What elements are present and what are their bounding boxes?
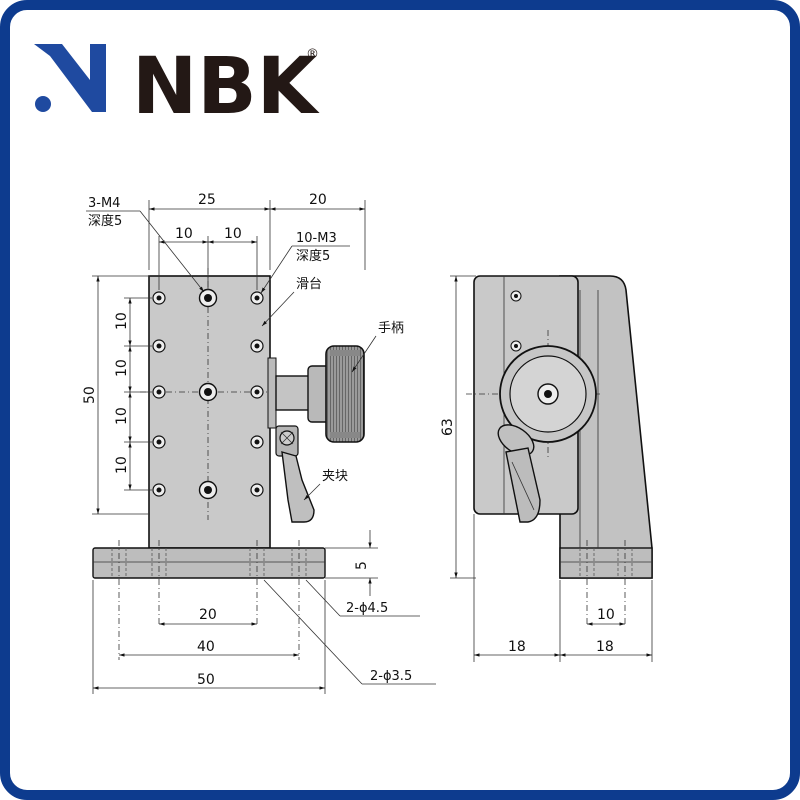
dim-base-5: 5 [354, 561, 370, 570]
label-tap-m4: 3-M4 [88, 196, 120, 211]
front-labels: 3-M4 深度5 10-M3 深度5 滑台 手柄 夹块 [86, 196, 404, 501]
clamp-lever [275, 425, 315, 523]
logo-mark-icon [34, 44, 106, 112]
label-slide: 滑台 [296, 277, 322, 292]
dim-height-50: 50 [82, 386, 98, 404]
label-knob: 手柄 [378, 321, 404, 336]
front-top-dims: 25 20 10 10 [148, 192, 366, 290]
side-dims: 63 10 18 18 [440, 275, 653, 662]
dim-side-left-18: 18 [508, 639, 526, 655]
nbk-logo: NBK ® [34, 42, 320, 132]
dim-side-10: 10 [597, 607, 615, 623]
label-tap-m3-depth: 深度5 [296, 248, 330, 264]
clamp-icon [281, 451, 315, 523]
dim-v4: 10 [114, 456, 130, 474]
label-hole-45: 2-ϕ4.5 [346, 601, 388, 616]
front-base [92, 547, 326, 579]
front-base-dim: 5 [325, 530, 378, 596]
hole-callouts: 2-ϕ4.5 2-ϕ3.5 [263, 579, 436, 685]
front-bottom-dims: 20 40 50 [92, 580, 326, 694]
knob-icon [325, 345, 365, 443]
logo-registered-mark: ® [306, 47, 319, 62]
front-view: 25 20 10 10 3-M4 深度5 10-M3 深度5 滑台 手柄 夹块 [82, 192, 436, 694]
tap-holes-m4 [198, 288, 218, 500]
side-view: 63 10 18 18 [440, 275, 653, 662]
tap-holes-m3 [152, 291, 264, 497]
dim-v3: 10 [114, 407, 130, 425]
dim-v1: 10 [114, 312, 130, 330]
logo-text: NBK [132, 42, 320, 132]
dim-bottom-20: 20 [199, 607, 217, 623]
dim-pitch-b: 10 [224, 226, 242, 242]
side-lever [497, 424, 541, 523]
label-clamp: 夹块 [322, 469, 348, 484]
knob-shaft [275, 375, 311, 411]
logo-dot-icon [35, 96, 51, 112]
side-base [559, 547, 653, 579]
dim-height-63: 63 [440, 418, 456, 436]
front-left-dims: 50 10 10 10 10 [82, 275, 152, 515]
label-tap-m4-depth: 深度5 [88, 213, 122, 229]
label-hole-35: 2-ϕ3.5 [370, 669, 412, 684]
dim-pitch-a: 10 [175, 226, 193, 242]
label-tap-m3: 10-M3 [296, 231, 337, 246]
dim-bottom-50: 50 [197, 672, 215, 688]
front-slide-body [148, 275, 271, 549]
dim-v2: 10 [114, 359, 130, 377]
dim-top-20: 20 [309, 192, 327, 208]
dim-top-25: 25 [198, 192, 216, 208]
dim-side-right-18: 18 [596, 639, 614, 655]
dim-bottom-40: 40 [197, 639, 215, 655]
